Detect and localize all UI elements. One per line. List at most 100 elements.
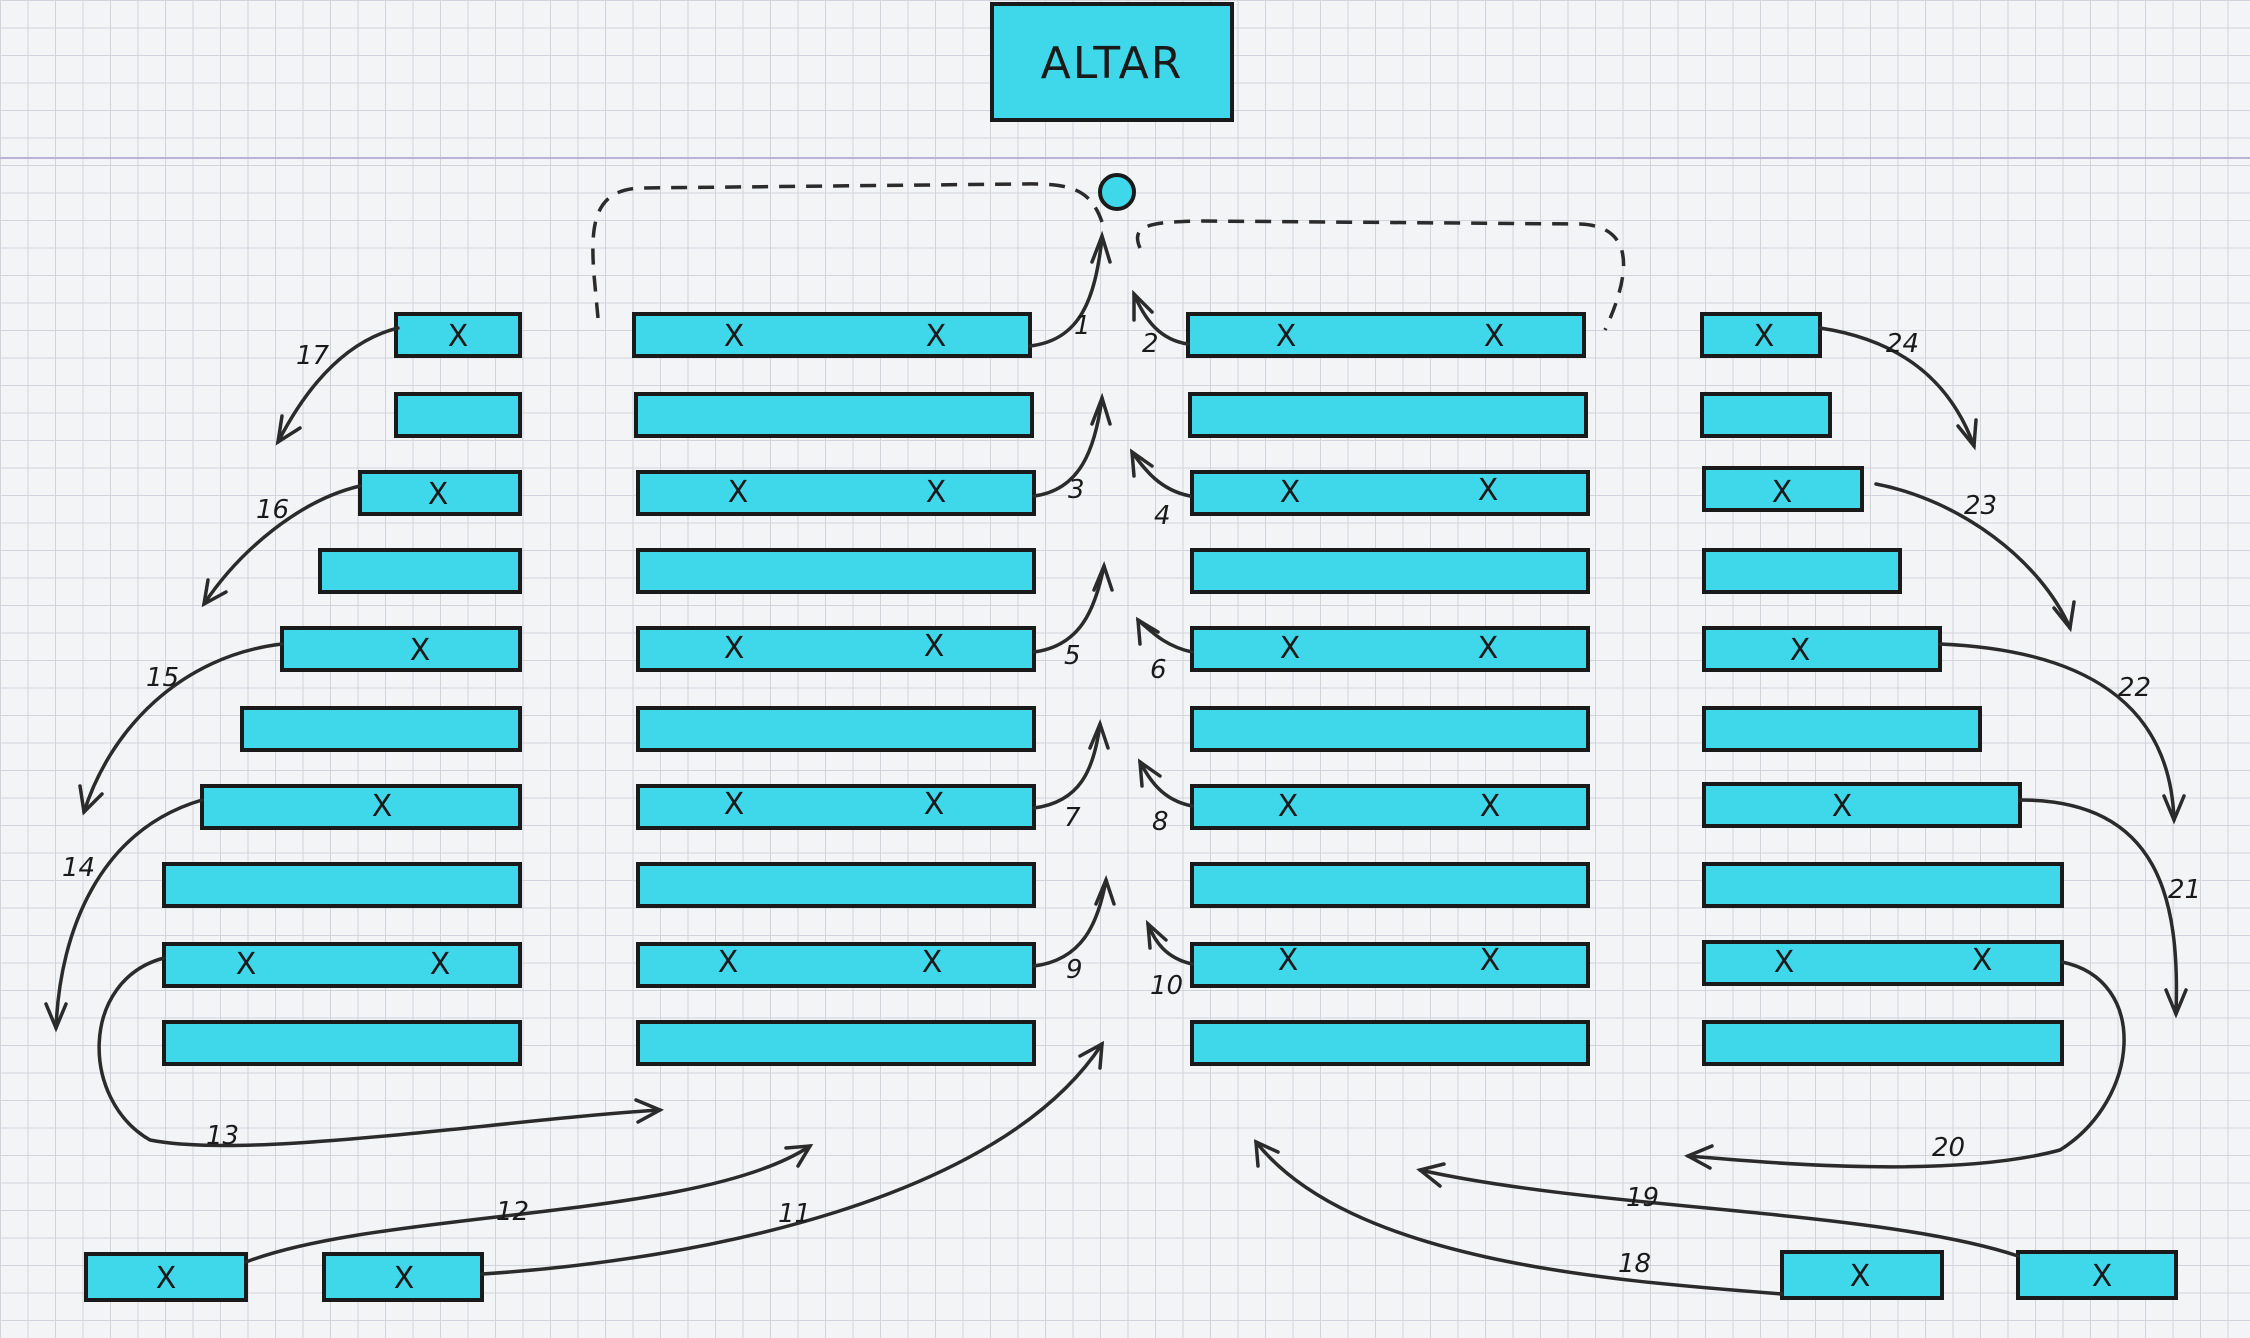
pew: [1190, 784, 1590, 830]
order-label-10: 10: [1150, 971, 1183, 1001]
seat-mark: X: [728, 475, 749, 510]
seat-mark: X: [924, 787, 945, 822]
arrow-15: [82, 642, 284, 814]
order-label-1: 1: [1074, 311, 1091, 341]
return-path-left: [591, 182, 1104, 319]
seat-mark: X: [924, 629, 945, 664]
arrow-13-head: [634, 1098, 665, 1124]
arrow-5-head: [1092, 561, 1114, 592]
seat-mark: X: [156, 1261, 177, 1296]
seat-mark: X: [1478, 473, 1499, 508]
order-label-13: 13: [206, 1121, 239, 1151]
pew: [1702, 782, 2022, 828]
arrow-22-head: [2162, 794, 2186, 825]
arrow-17-head: [275, 414, 302, 446]
arrow-6-head: [1135, 616, 1160, 646]
arrow-21-head: [2164, 988, 2188, 1019]
pew: [1190, 626, 1590, 672]
seat-mark: X: [724, 787, 745, 822]
arrow-4-head: [1129, 448, 1154, 478]
arrow-9: [1032, 878, 1108, 968]
seat-mark: X: [1278, 943, 1299, 978]
seat-mark: X: [922, 945, 943, 980]
arrow-5: [1032, 564, 1106, 654]
seat-mark: X: [1850, 1259, 1871, 1294]
order-label-2: 2: [1142, 329, 1159, 359]
sequence-labels: 1 2 3 4 5 6 7 8 9 10 11 12 13 14 15 16 1…: [62, 311, 2201, 1279]
arrow-7-head: [1088, 719, 1110, 750]
seat-mark: X: [394, 1261, 415, 1296]
arrow-4: [1130, 450, 1192, 498]
order-label-6: 6: [1150, 655, 1167, 685]
arrow-2: [1132, 292, 1190, 346]
seat-mark: X: [1480, 943, 1501, 978]
arrow-23: [1874, 482, 2072, 630]
pew: [634, 392, 1034, 438]
back-seat: [2016, 1250, 2178, 1300]
arrow-20: [1686, 960, 2126, 1169]
arrow-3-head: [1090, 392, 1112, 426]
seat-mark: X: [926, 319, 947, 354]
pew: [636, 548, 1036, 594]
order-label-21: 21: [2168, 875, 2201, 905]
pew: [1702, 466, 1864, 512]
arrow-9-head: [1094, 875, 1116, 906]
seat-mark: X: [1480, 789, 1501, 824]
seat-mark: X: [236, 947, 257, 982]
arrow-11: [480, 1042, 1104, 1276]
arrow-22: [1938, 642, 2176, 822]
pew: [636, 626, 1036, 672]
pew: [1702, 862, 2064, 908]
pew: [1190, 862, 1590, 908]
pew: [394, 392, 522, 438]
order-label-17: 17: [296, 341, 330, 371]
arrow-23-head: [2052, 600, 2076, 633]
seat-mark: X: [1972, 943, 1993, 978]
pew: [200, 784, 522, 830]
order-label-19: 19: [1626, 1183, 1659, 1213]
pew: [394, 312, 522, 358]
seat-mark: X: [448, 319, 469, 354]
altar-label: ALTAR: [1041, 38, 1184, 89]
back-seat: [84, 1252, 248, 1302]
pew: [1702, 940, 2064, 986]
communion-point-marker: [1098, 173, 1136, 211]
arrow-8: [1138, 760, 1194, 808]
pew: [632, 312, 1032, 358]
pew: [1190, 548, 1590, 594]
seat-mark: X: [1478, 631, 1499, 666]
arrow-18-head: [1254, 1139, 1280, 1168]
pew-block-left-center: [632, 312, 1036, 1066]
pew: [1190, 1020, 1590, 1066]
pew: [1188, 392, 1588, 438]
seat-mark: X: [926, 475, 947, 510]
pew: [280, 626, 522, 672]
arrow-24: [1818, 326, 1976, 448]
seat-mark: X: [1774, 945, 1795, 980]
arrow-14: [54, 798, 204, 1030]
pew: [1700, 392, 1832, 438]
order-label-16: 16: [256, 495, 289, 525]
order-label-3: 3: [1068, 475, 1085, 505]
arrow-11-head: [1078, 1040, 1105, 1070]
back-seat: [1780, 1250, 1944, 1300]
seat-mark: X: [1790, 633, 1811, 668]
order-label-4: 4: [1154, 501, 1171, 531]
pew: [1190, 706, 1590, 752]
back-seats: [84, 1250, 2178, 1302]
seat-mark: X: [1832, 789, 1853, 824]
arrow-12: [244, 1144, 812, 1264]
seat-mark: X: [372, 789, 393, 824]
order-label-18: 18: [1618, 1249, 1651, 1279]
left-outer-arrows: [44, 326, 1105, 1276]
pew: [636, 470, 1036, 516]
seat-mark: X: [718, 945, 739, 980]
seat-mark: X: [410, 633, 431, 668]
pew-block-right-outer: [1700, 312, 2064, 1066]
pew: [240, 706, 522, 752]
aisle-arrows: [1028, 230, 1194, 968]
pew: [636, 862, 1036, 908]
arrow-21: [2018, 798, 2179, 1016]
seat-mark: X: [724, 319, 745, 354]
arrow-18: [1254, 1140, 1784, 1296]
